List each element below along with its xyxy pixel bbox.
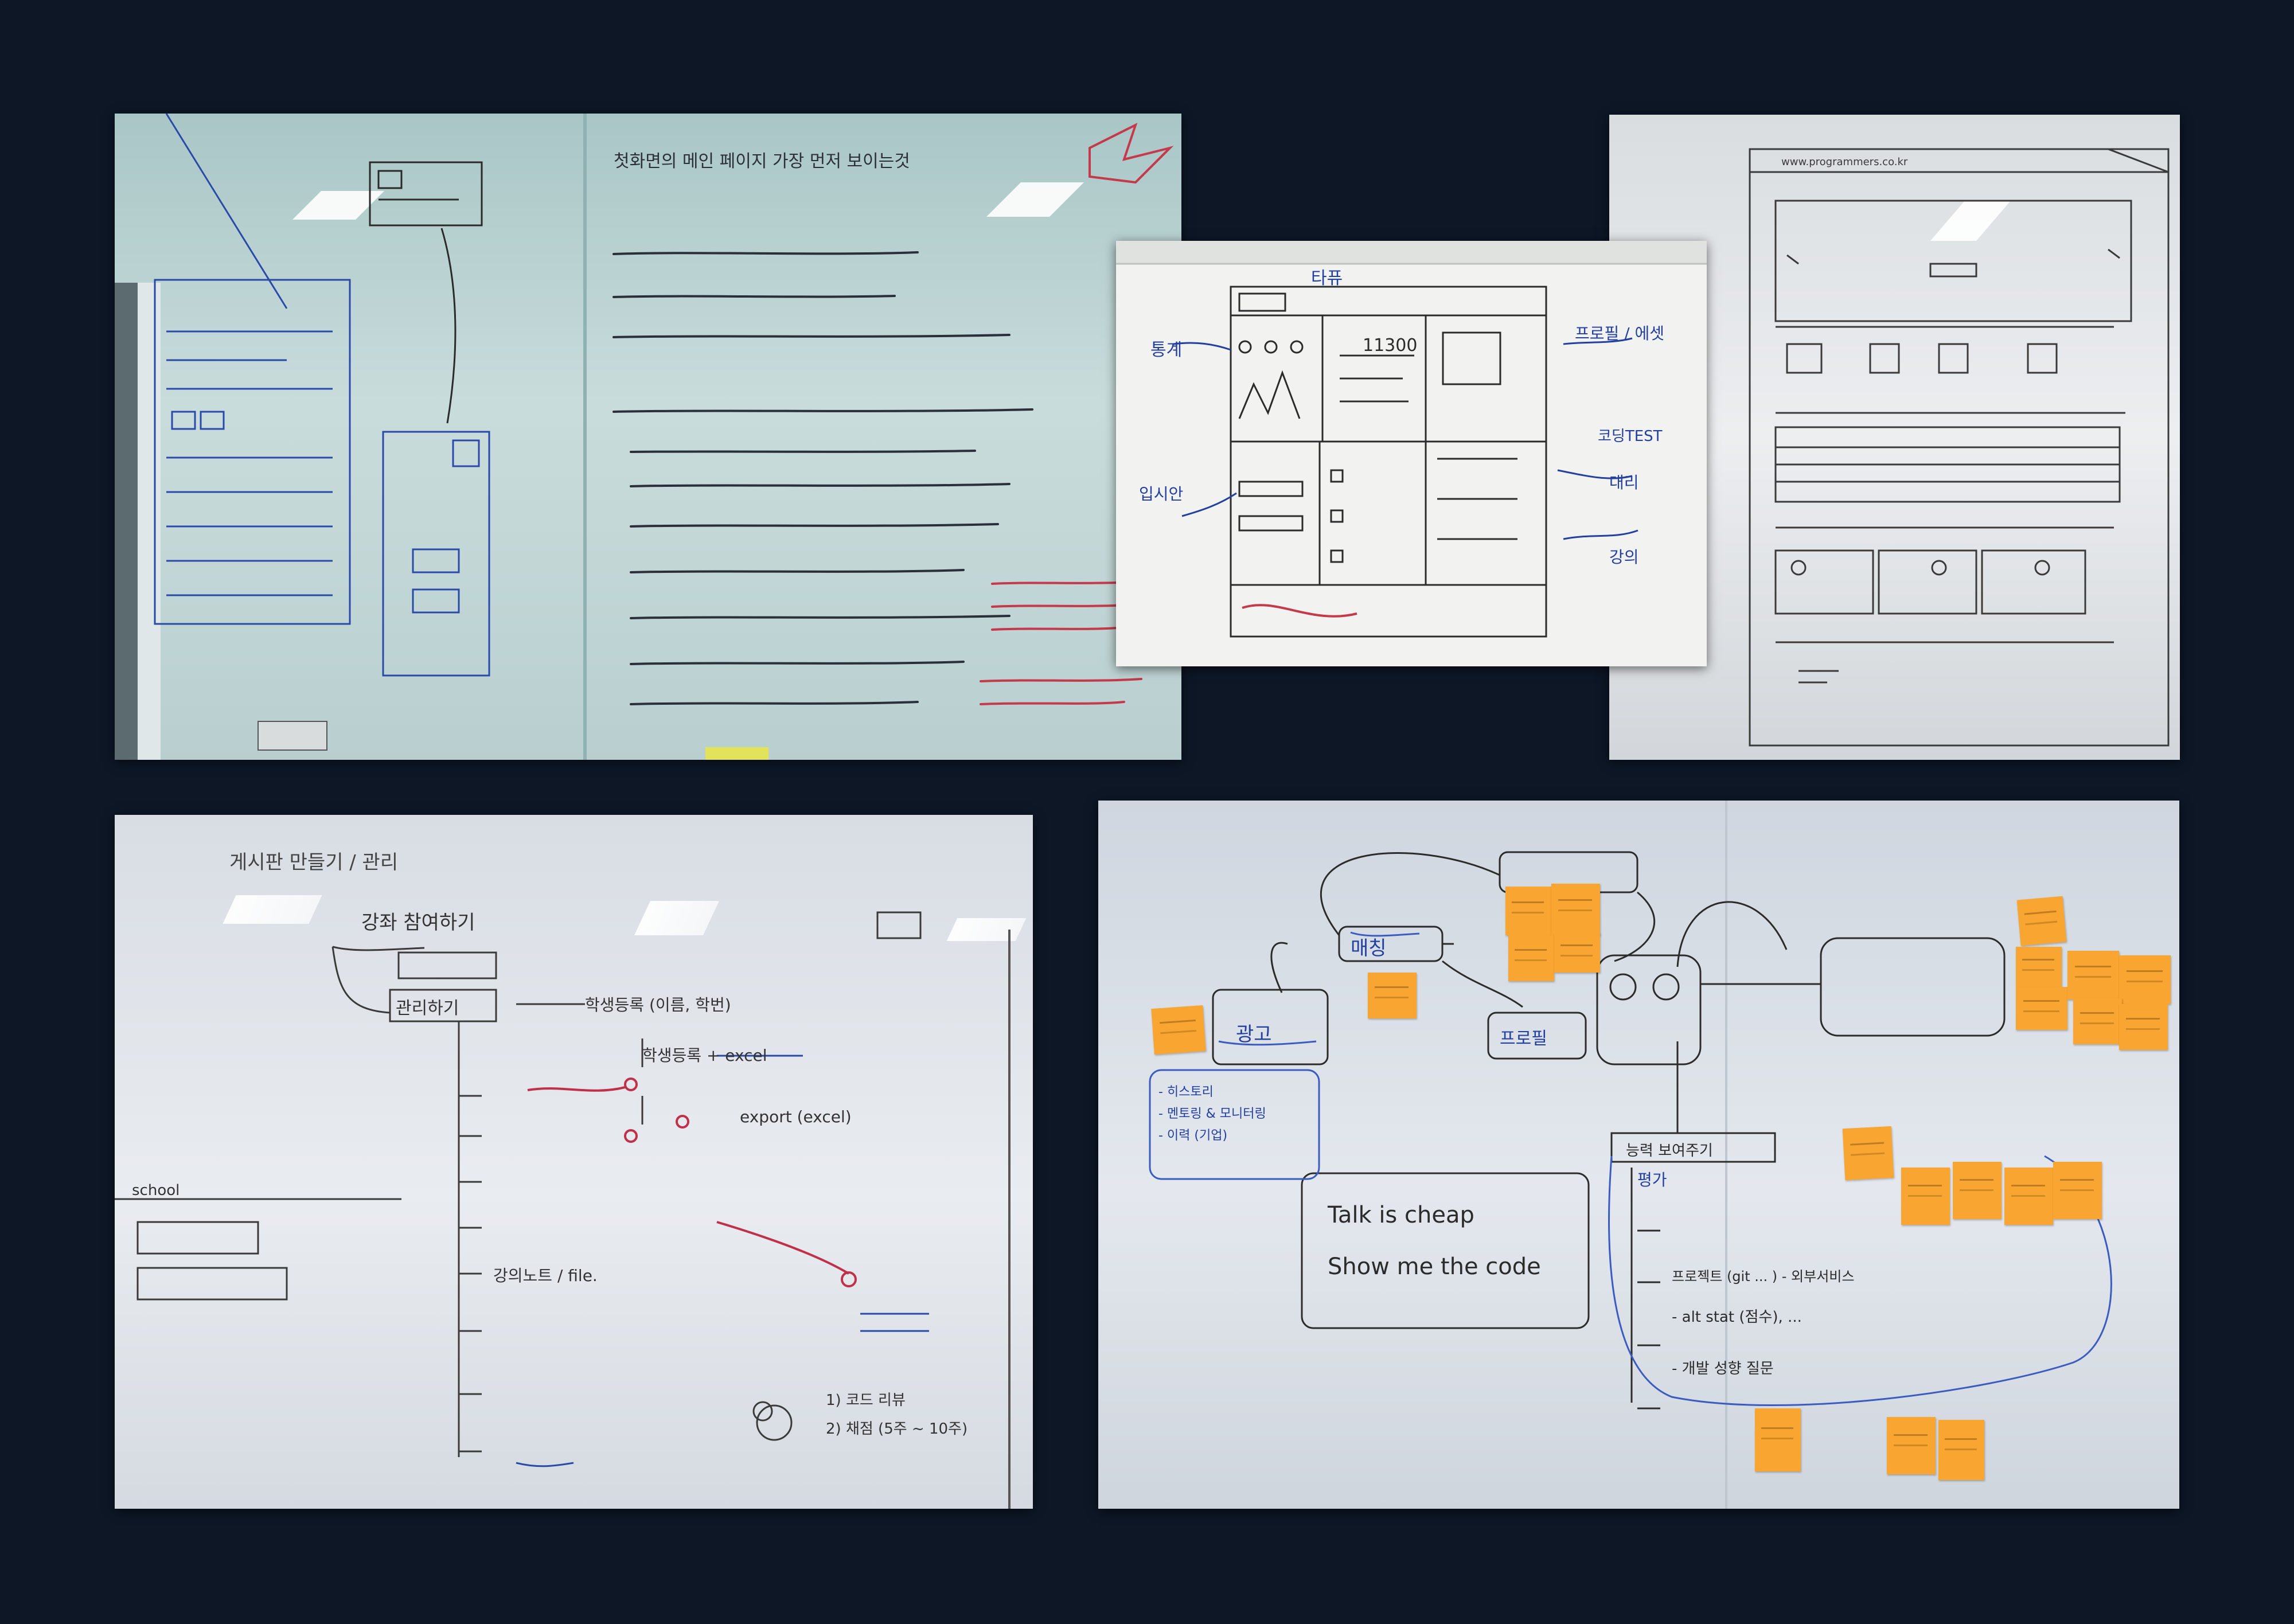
sketch-label-top: 타퓨 bbox=[1311, 268, 1343, 288]
whiteboard-photo-matching-diagram: 매칭 광고 프로필 - 히스토리 - 멘토링 & 모니터링 - 이력 (기업) … bbox=[1098, 801, 2179, 1509]
sticky-note bbox=[2016, 947, 2062, 987]
board-item-lecture: 강좌 참여하기 bbox=[361, 911, 475, 934]
diagram-label-evaluate: 평가 bbox=[1637, 1170, 1667, 1189]
sticky-note bbox=[1151, 1005, 1206, 1055]
board-item-code-review: 1) 코드 리뷰 bbox=[826, 1392, 906, 1409]
sticky-note bbox=[1554, 932, 1600, 973]
sticky-note bbox=[2119, 1004, 2168, 1050]
sketch-label-stats: 통계 bbox=[1150, 340, 1183, 360]
whiteboard-photo-board-flow: 게시판 만들기 / 관리 강좌 참여하기 관리하기 학생등록 (이름, 학번) … bbox=[115, 815, 1033, 1509]
board-title: 게시판 만들기 / 관리 bbox=[229, 851, 399, 874]
wireframe-drawing bbox=[1749, 148, 2170, 747]
diagram-label-career: - 개발 성향 질문 bbox=[1672, 1360, 1774, 1377]
whiteboard-title-text: 첫화면의 메인 페이지 가장 먼저 보이는것 bbox=[614, 151, 910, 171]
diagram-label-project: 프로젝트 (git ... ) - 외부서비스 bbox=[1672, 1268, 1855, 1285]
sticky-note bbox=[2119, 955, 2171, 1004]
board-item-school: school bbox=[132, 1182, 180, 1199]
diagram-label-ability: 능력 보여주기 bbox=[1626, 1142, 1713, 1160]
whiteboard-photo-text-wireframe: 첫화면의 메인 페이지 가장 먼저 보이는것 bbox=[115, 114, 1181, 760]
board-item-student-reg: 학생등록 (이름, 학번) bbox=[585, 996, 731, 1014]
whiteboard-photo-dashboard-sketch: 타퓨 통계 11300 프로필 / 에셋 코딩TEST 대리 강의 입시안 bbox=[1116, 241, 1707, 666]
sticky-note bbox=[1842, 1126, 1894, 1181]
board-item-lecture-notes: 강의노트 / file. bbox=[493, 1266, 598, 1285]
diagram-label-talk-line1: Talk is cheap bbox=[1328, 1202, 1474, 1228]
diagram-label-talk-line2: Show me the code bbox=[1328, 1254, 1541, 1280]
dashboard-sketch-drawing bbox=[1116, 241, 1707, 638]
sketch-label-lecture: 강의 bbox=[1609, 548, 1639, 567]
sketch-label-count: 11300 bbox=[1363, 335, 1418, 356]
sticky-note bbox=[1901, 1168, 1950, 1225]
sketch-label-intro: 입시안 bbox=[1139, 485, 1184, 503]
diagram-label-stat: - alt stat (점수), ... bbox=[1672, 1309, 1802, 1326]
sticky-note bbox=[1887, 1417, 1936, 1474]
sticky-note bbox=[2016, 987, 2067, 1030]
diagram-label-history: - 히스토리 - 멘토링 & 모니터링 - 이력 (기업) bbox=[1158, 1085, 1266, 1143]
sticky-note bbox=[2016, 896, 2067, 946]
diagram-label-matching: 매칭 bbox=[1351, 937, 1387, 960]
matching-drawing bbox=[1149, 801, 2112, 1509]
sticky-note bbox=[1755, 1408, 1801, 1471]
flow-drawing bbox=[115, 911, 1011, 1509]
sketch-label-profile: 프로필 / 에셋 bbox=[1575, 324, 1665, 343]
diagram-label-profile: 프로필 bbox=[1500, 1029, 1547, 1049]
sticky-note bbox=[2004, 1168, 2053, 1225]
wireframe-url-text: www.programmers.co.kr bbox=[1781, 156, 1908, 168]
sticky-note bbox=[1551, 884, 1600, 935]
board-item-grading: 2) 채점 (5주 ~ 10주) bbox=[826, 1420, 968, 1438]
sticky-note bbox=[1938, 1420, 1984, 1480]
sticky-note bbox=[2053, 1162, 2102, 1219]
sketch-label-agency: 대리 bbox=[1609, 473, 1639, 492]
sticky-note bbox=[1508, 935, 1554, 981]
sticky-note bbox=[1953, 1162, 2002, 1219]
sticky-note bbox=[1505, 887, 1551, 935]
sticky-note bbox=[2073, 998, 2122, 1044]
board-item-export: export (excel) bbox=[740, 1107, 852, 1126]
sticky-note bbox=[1368, 973, 1417, 1018]
board-item-manage: 관리하기 bbox=[396, 998, 459, 1018]
sketch-label-coding-test: 코딩TEST bbox=[1598, 428, 1663, 445]
diagram-label-ad: 광고 bbox=[1236, 1023, 1272, 1046]
whiteboard-drawing bbox=[115, 114, 1174, 760]
sticky-note bbox=[2067, 951, 2119, 1000]
board-item-excel: 학생등록 + excel bbox=[642, 1046, 767, 1065]
